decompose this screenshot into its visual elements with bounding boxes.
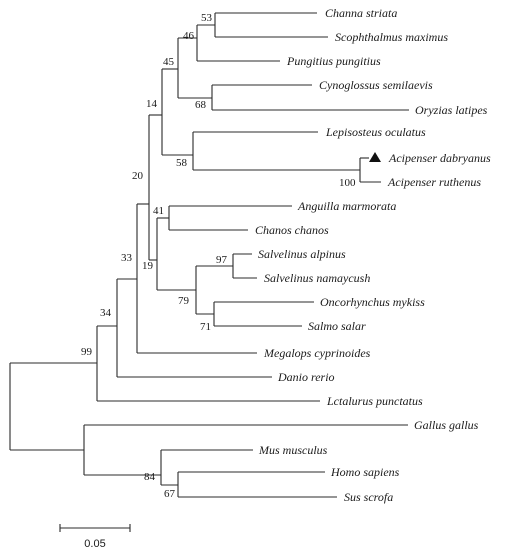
bootstrap-value: 14 [146,98,158,110]
bootstrap-value: 84 [144,471,156,483]
taxon-label: Homo sapiens [330,465,400,479]
filled-triangle-marker [369,152,381,162]
taxon-label: Mus musculus [258,443,328,457]
bootstrap-value: 97 [216,254,228,266]
taxon-label: Sus scrofa [344,490,393,504]
taxon-label: Cynoglossus semilaevis [319,78,433,92]
taxon-label: Acipenser ruthenus [387,175,481,189]
taxon-labels: Channa striata Scophthalmus maximus Pung… [255,6,491,504]
taxon-label: Chanos chanos [255,223,329,237]
bootstrap-value: 71 [200,321,211,333]
bootstrap-value: 19 [142,260,154,272]
bootstrap-value: 46 [183,30,195,42]
bootstrap-value: 34 [100,307,112,319]
bootstrap-value: 79 [178,295,190,307]
scale-bar: 0.05 [59,524,131,550]
taxon-label: Salvelinus namaycush [264,271,370,285]
taxon-label: Danio rerio [277,370,335,384]
bootstrap-value: 67 [164,488,176,500]
taxon-label: Scophthalmus maximus [335,30,448,44]
taxon-label: Gallus gallus [414,418,479,432]
bootstrap-value: 53 [201,12,213,24]
bootstrap-value: 100 [339,177,356,189]
bootstrap-values: 53 46 68 45 100 58 14 41 97 71 79 19 20 … [81,12,356,500]
bootstrap-value: 33 [121,252,133,264]
taxon-label: Lctalurus punctatus [326,394,423,408]
bootstrap-value: 45 [163,56,175,68]
bootstrap-value: 41 [153,205,164,217]
scale-bar-label: 0.05 [84,538,105,550]
taxon-label: Salvelinus alpinus [258,247,346,261]
taxon-label: Channa striata [325,6,397,20]
taxon-label: Oncorhynchus mykiss [320,295,425,309]
tree-branches [9,12,409,498]
taxon-label: Anguilla marmorata [297,199,396,213]
bootstrap-value: 68 [195,99,207,111]
bootstrap-value: 58 [176,157,188,169]
taxon-label: Pungitius pungitius [286,54,381,68]
taxon-label: Megalops cyprinoides [263,346,371,360]
taxon-label: Salmo salar [308,319,366,333]
taxon-label: Oryzias latipes [415,103,488,117]
bootstrap-value: 20 [132,170,144,182]
bootstrap-value: 99 [81,346,93,358]
taxon-label: Lepisosteus oculatus [325,125,426,139]
scale-bar-line [59,524,131,532]
taxon-label: Acipenser dabryanus [388,151,491,165]
